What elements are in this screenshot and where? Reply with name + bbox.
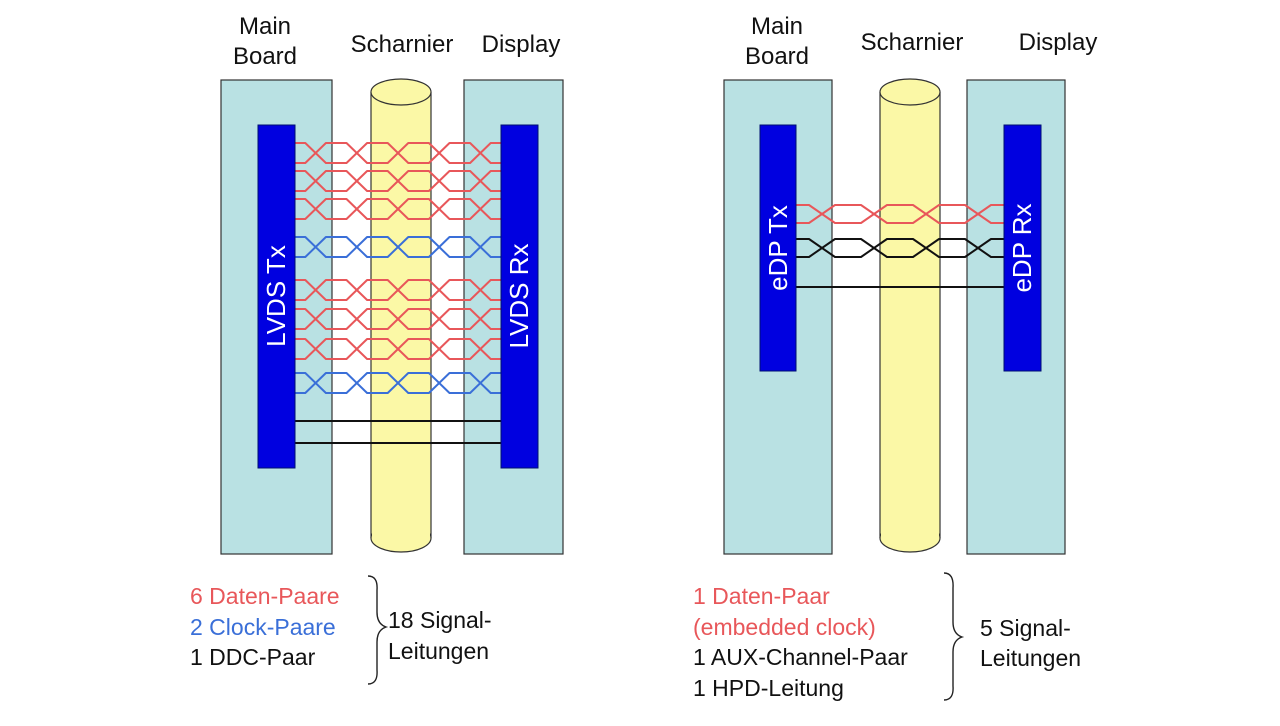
- lvds-data-pair-6-wire-b: [295, 308, 501, 330]
- lvds-legend-clock: 2 Clock-Paare: [190, 614, 336, 640]
- edp-signal-wires: [796, 204, 1004, 288]
- lvds-data-pair-7-wire-b: [295, 338, 501, 360]
- edp-legend-data-line2: (embedded clock): [693, 614, 876, 640]
- lvds-legend-brace: [367, 575, 389, 685]
- lvds-clock-pair-4-wire-b: [295, 236, 501, 258]
- lvds-data-pair-1-wire-b: [295, 142, 501, 164]
- edp-data-pair-wire-b: [796, 204, 1004, 224]
- edp-hinge-cylinder: [879, 78, 941, 553]
- edp-panel: Main Board Scharnier Display eDP Tx eDP …: [693, 13, 1097, 701]
- edp-tx-label: eDP Tx: [763, 205, 793, 291]
- edp-legend-hpd: 1 HPD-Leitung: [693, 675, 844, 701]
- lvds-tx-label: LVDS Tx: [261, 245, 291, 347]
- lvds-legend-ddc: 1 DDC-Paar: [190, 644, 316, 670]
- lvds-rx-label: LVDS Rx: [504, 244, 534, 349]
- edp-legend-total-line1: 5 Signal-: [980, 615, 1071, 641]
- edp-legend-total-line2: Leitungen: [980, 645, 1081, 671]
- edp-tx-chip: [759, 124, 797, 372]
- edp-header-display: Display: [1019, 29, 1098, 56]
- edp-header-main-line2: Board: [745, 43, 809, 70]
- lvds-clock-pair-8-wire-b: [295, 372, 501, 394]
- lvds-tx-chip: [257, 124, 296, 469]
- edp-legend-aux: 1 AUX-Channel-Paar: [693, 644, 908, 670]
- lvds-data-pair-5-wire-b: [295, 279, 501, 301]
- lvds-rx-chip: [500, 124, 539, 469]
- lvds-header-main-line1: Main: [239, 13, 291, 40]
- edp-header-hinge: Scharnier: [861, 29, 964, 56]
- edp-aux-pair-wire-b: [796, 238, 1004, 258]
- lvds-header-main-line2: Board: [233, 43, 297, 70]
- lvds-header-hinge: Scharnier: [351, 31, 454, 58]
- lvds-header-display: Display: [482, 31, 561, 58]
- lvds-legend: 6 Daten-Paare 2 Clock-Paare 1 DDC-Paar 1…: [190, 575, 492, 685]
- edp-aux-pair-wire-a: [796, 238, 1004, 258]
- lvds-legend-total-line2: Leitungen: [388, 638, 489, 664]
- edp-rx-chip: [1003, 124, 1042, 372]
- edp-data-pair-wire-a: [796, 204, 1004, 224]
- edp-legend-data-line1: 1 Daten-Paar: [693, 583, 830, 609]
- edp-legend-brace: [943, 572, 965, 701]
- edp-rx-label: eDP Rx: [1007, 203, 1037, 292]
- lvds-data-pair-2-wire-b: [295, 170, 501, 192]
- lvds-legend-total-line1: 18 Signal-: [388, 607, 492, 633]
- lvds-signal-wires: [295, 142, 501, 444]
- lvds-data-pair-3-wire-b: [295, 198, 501, 220]
- edp-header-main-line1: Main: [751, 13, 803, 40]
- edp-legend: 1 Daten-Paar (embedded clock) 1 AUX-Chan…: [693, 572, 1081, 701]
- lvds-panel: Main Board Scharnier Display LVDS Tx LVD…: [190, 13, 564, 685]
- lvds-legend-data: 6 Daten-Paare: [190, 583, 340, 609]
